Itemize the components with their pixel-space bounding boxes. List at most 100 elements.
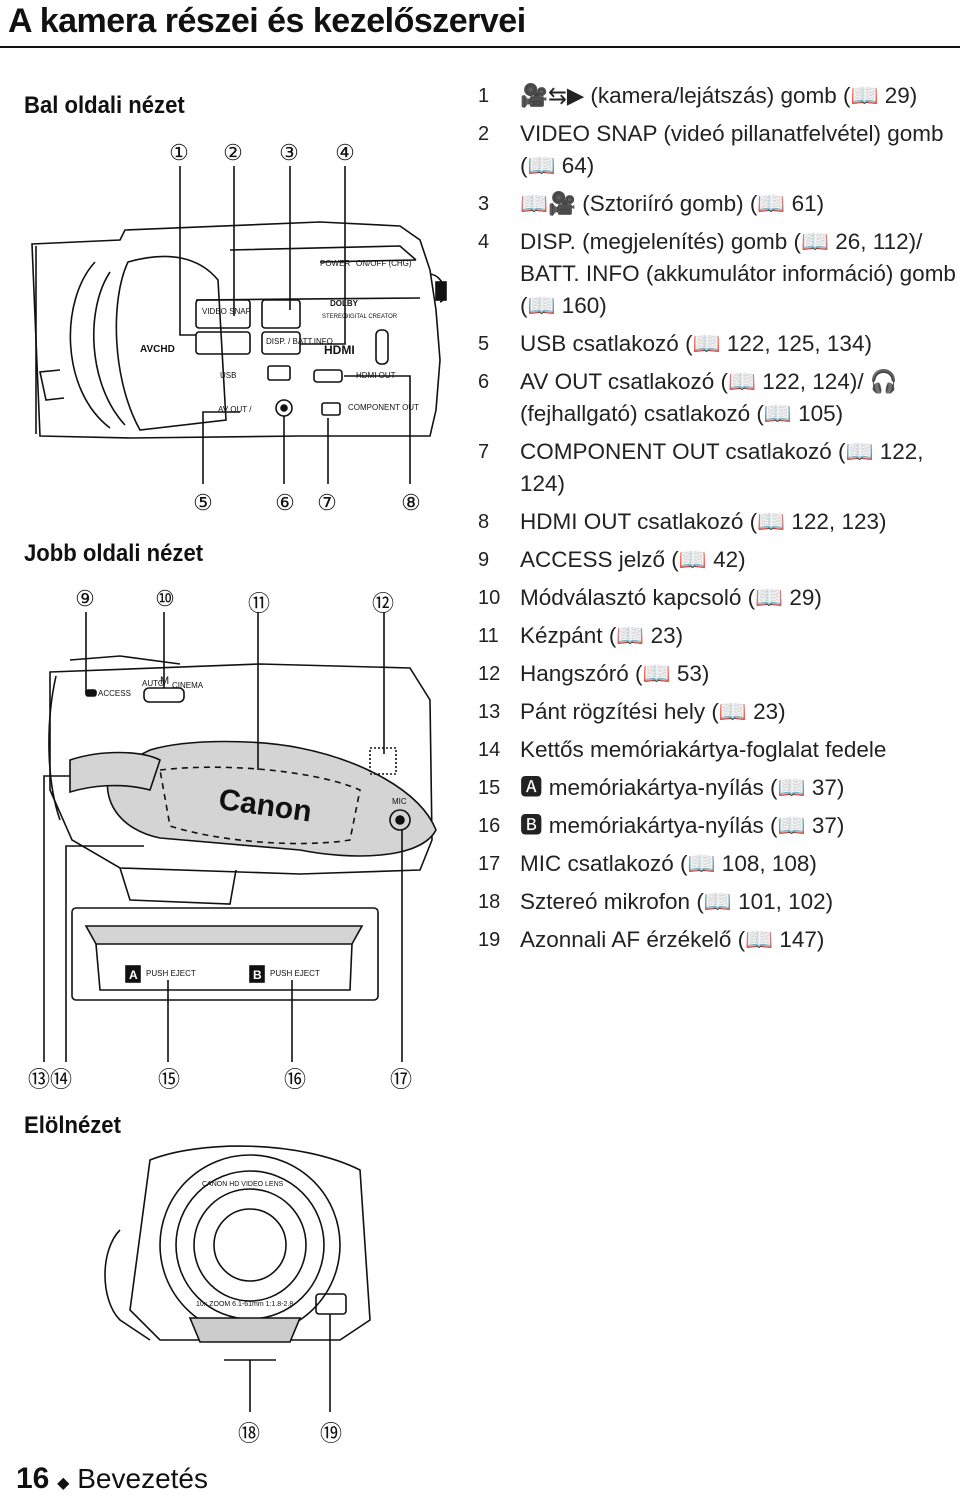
label-slot-a: A — [129, 968, 138, 982]
callout-16: ⑯ — [283, 1067, 306, 1092]
parts-list: 1 🎥⇆▶ (kamera/lejátszás) gomb (📖 29) 2 VIDE… — [474, 80, 960, 962]
callout-18: ⑱ — [237, 1421, 260, 1446]
left-view-camera — [31, 221, 447, 439]
list-item: 12 Hangszóró (📖 53) — [474, 658, 960, 690]
page-number: 16 — [16, 1462, 50, 1495]
label-stereo: STEREO — [322, 314, 347, 320]
title-rule — [0, 46, 960, 48]
list-item-number: 15 — [478, 777, 501, 799]
list-item-text: DISP. (megjelenítés) gomb (📖 26, 112)/ B… — [520, 229, 956, 318]
list-item: 5 USB csatlakozó (📖 122, 125, 134) — [474, 328, 960, 360]
label-component: COMPONENT OUT — [348, 403, 419, 412]
list-item-text: Kézpánt (📖 23) — [520, 623, 684, 648]
list-item: 11 Kézpánt (📖 23) — [474, 620, 960, 652]
label-av-out: AV OUT / — [218, 405, 252, 414]
list-item: 4 DISP. (megjelenítés) gomb (📖 26, 112)/ … — [474, 226, 960, 322]
label-push-eject-a: PUSH EJECT — [146, 969, 196, 978]
label-lens-bottom: 10x ZOOM 6.1-61mm 1:1.8-2.8 — [196, 1301, 293, 1308]
page-title: A kamera részei és kezelőszervei — [8, 2, 526, 40]
callout-15: ⑮ — [157, 1067, 180, 1092]
label-avchd: AVCHD — [140, 344, 175, 355]
section-right-view: Jobb oldali nézet — [24, 540, 204, 567]
list-item: 18 Sztereó mikrofon (📖 101, 102) — [474, 886, 960, 918]
card-slot-box — [71, 907, 379, 1001]
list-item-number: 1 — [478, 85, 490, 107]
list-item-text: AV OUT csatlakozó (📖 122, 124)/ 🎧 (fejha… — [520, 369, 898, 426]
list-item-number: 4 — [478, 231, 490, 253]
front-view-camera — [104, 1145, 371, 1361]
list-item-number: 8 — [478, 511, 490, 533]
callout-7: ⑦ — [317, 490, 337, 515]
list-item-number: 10 — [478, 587, 501, 609]
label-power: POWER — [320, 259, 350, 268]
list-item: 7 COMPONENT OUT csatlakozó (📖 122, 124) — [474, 436, 960, 500]
callout-4: ④ — [335, 140, 355, 165]
label-dolby: DOLBY — [330, 299, 359, 308]
list-item-text: MIC csatlakozó (📖 108, 108) — [520, 851, 817, 876]
label-onoff: ON/OFF (CHG) — [356, 259, 412, 268]
label-hdmi-out: HDMI OUT — [356, 371, 396, 380]
list-item-text: 🎥⇆▶ (kamera/lejátszás) gomb (📖 29) — [520, 83, 918, 108]
label-digital: DIGITAL CREATOR — [344, 314, 398, 320]
list-item: 8 HDMI OUT csatlakozó (📖 122, 123) — [474, 506, 960, 538]
list-item-text: COMPONENT OUT csatlakozó (📖 122, 124) — [520, 439, 924, 496]
list-item: 2 VIDEO SNAP (videó pillanatfelvétel) gom… — [474, 118, 960, 182]
callout-1: ① — [169, 140, 189, 165]
list-item-text: USB csatlakozó (📖 122, 125, 134) — [520, 331, 872, 356]
camera-illustrations: AVCHD VIDEO SNAP DISP. / BATT.INFO HDMI … — [31, 166, 447, 1412]
label-access: ACCESS — [98, 689, 131, 698]
section-left-view: Bal oldali nézet — [24, 92, 185, 119]
list-item-number: 13 — [478, 701, 501, 723]
list-item-text: Sztereó mikrofon (📖 101, 102) — [520, 889, 834, 914]
list-item-text: HDMI OUT csatlakozó (📖 122, 123) — [520, 509, 887, 534]
list-item-number: 5 — [478, 333, 490, 355]
callout-11: ⑪ — [247, 591, 270, 616]
list-item-number: 17 — [478, 853, 501, 875]
label-mode-m: M — [160, 675, 169, 687]
list-item-text: Azonnali AF érzékelő (📖 147) — [520, 927, 825, 952]
callout-10: ⑩ — [155, 586, 175, 611]
list-item-text: 🅰 memóriakártya-nyílás (📖 37) — [520, 775, 845, 800]
right-view-camera — [48, 655, 437, 905]
list-item: 19 Azonnali AF érzékelő (📖 147) — [474, 924, 960, 956]
callout-3: ③ — [279, 140, 299, 165]
list-item-number: 7 — [478, 441, 490, 463]
label-video-snap: VIDEO SNAP — [202, 307, 251, 316]
label-hdmi: HDMI — [324, 343, 355, 357]
list-item-number: 6 — [478, 371, 490, 393]
list-item-text: Kettős memóriakártya-foglalat fedele — [520, 737, 887, 762]
callout-19: ⑲ — [319, 1421, 342, 1446]
label-usb: USB — [220, 371, 236, 380]
label-mic: MIC — [392, 797, 407, 806]
list-item: 6 AV OUT csatlakozó (📖 122, 124)/ 🎧 (fejh… — [474, 366, 960, 430]
callout-8: ⑧ — [401, 490, 421, 515]
list-item-number: 11 — [478, 625, 499, 647]
list-item-number: 12 — [478, 663, 501, 685]
callout-6: ⑥ — [275, 490, 295, 515]
callout-2: ② — [223, 140, 243, 165]
label-slot-b: B — [253, 968, 262, 982]
label-cinema: CINEMA — [172, 681, 204, 690]
list-item-number: 3 — [478, 193, 490, 215]
list-item: 15 🅰 memóriakártya-nyílás (📖 37) — [474, 772, 960, 804]
callout-9: ⑨ — [75, 586, 95, 611]
page-footer: 16 ◆ Bevezetés — [16, 1462, 208, 1496]
list-item-text: Hangszóró (📖 53) — [520, 661, 710, 686]
list-item-number: 19 — [478, 929, 501, 951]
list-item-number: 2 — [478, 123, 490, 145]
list-item: 17 MIC csatlakozó (📖 108, 108) — [474, 848, 960, 880]
callout-13-14: ⑬⑭ — [27, 1067, 72, 1092]
list-item-number: 18 — [478, 891, 501, 913]
list-item: 14 Kettős memóriakártya-foglalat fedele — [474, 734, 960, 766]
list-item-number: 14 — [478, 739, 501, 761]
label-push-eject-b: PUSH EJECT — [270, 969, 320, 978]
section-front-view: Elölnézet — [24, 1112, 121, 1139]
list-item-text: 📖🎥 (Sztoriíró gomb) (📖 61) — [520, 191, 825, 216]
list-item-number: 16 — [478, 815, 501, 837]
list-item: 1 🎥⇆▶ (kamera/lejátszás) gomb (📖 29) — [474, 80, 960, 112]
list-item-text: 🅱 memóriakártya-nyílás (📖 37) — [520, 813, 845, 838]
list-item-text: VIDEO SNAP (videó pillanatfelvétel) gomb… — [520, 121, 944, 178]
label-disp: DISP. / BATT.INFO — [266, 337, 333, 346]
